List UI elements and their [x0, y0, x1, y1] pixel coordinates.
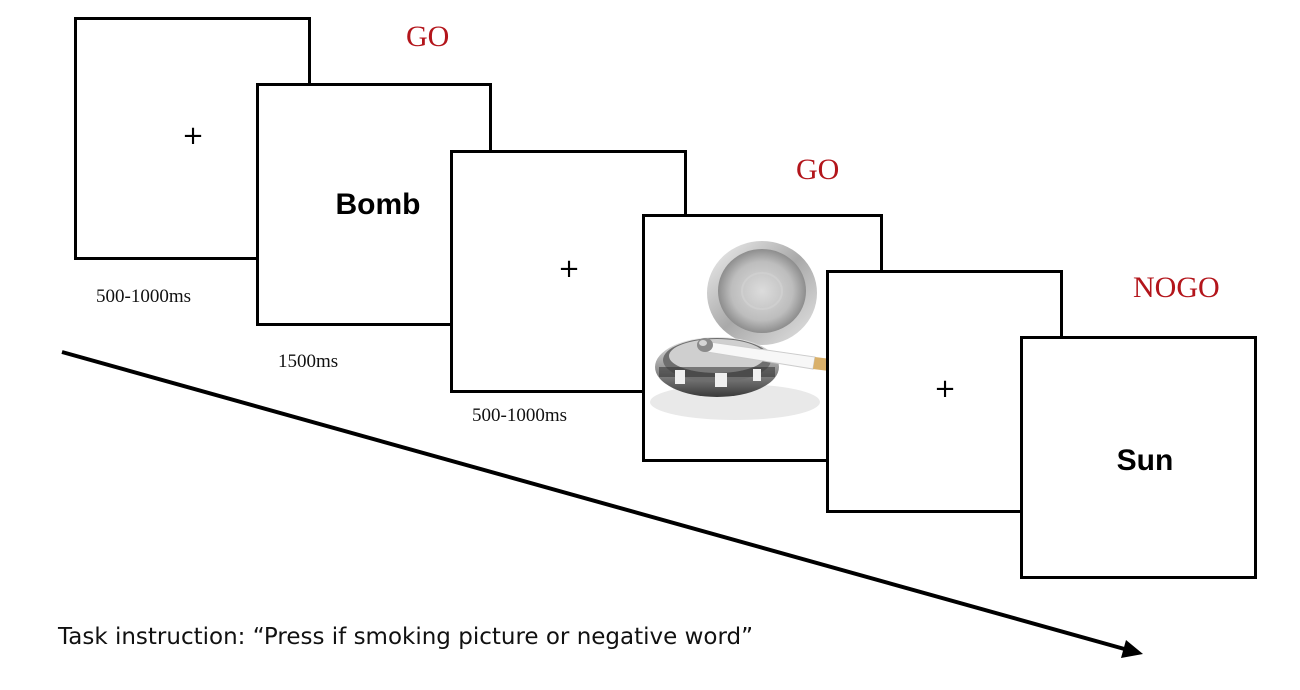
- duration-label-2: 1500ms: [278, 351, 339, 372]
- cigarette-ashtray-picture: [650, 241, 831, 420]
- time-arrow-head: [1121, 640, 1143, 658]
- response-label-nogo: NOGO: [1133, 271, 1220, 304]
- stimulus-word: Sun: [1116, 444, 1174, 477]
- time-arrow-line: [61, 350, 1129, 652]
- fixation-cross: +: [182, 121, 204, 151]
- stimulus-word: Bomb: [335, 188, 421, 221]
- fixation-cross: +: [558, 254, 580, 284]
- response-label-go-1: GO: [406, 20, 450, 53]
- duration-label-1: 500-1000ms: [96, 286, 191, 307]
- duration-label-3: 500-1000ms: [472, 405, 567, 426]
- fixation-cross: +: [934, 374, 956, 404]
- word-frame-sun: Sun: [1020, 336, 1257, 579]
- response-label-go-2: GO: [796, 153, 840, 186]
- task-instruction: Task instruction: “Press if smoking pict…: [58, 624, 754, 650]
